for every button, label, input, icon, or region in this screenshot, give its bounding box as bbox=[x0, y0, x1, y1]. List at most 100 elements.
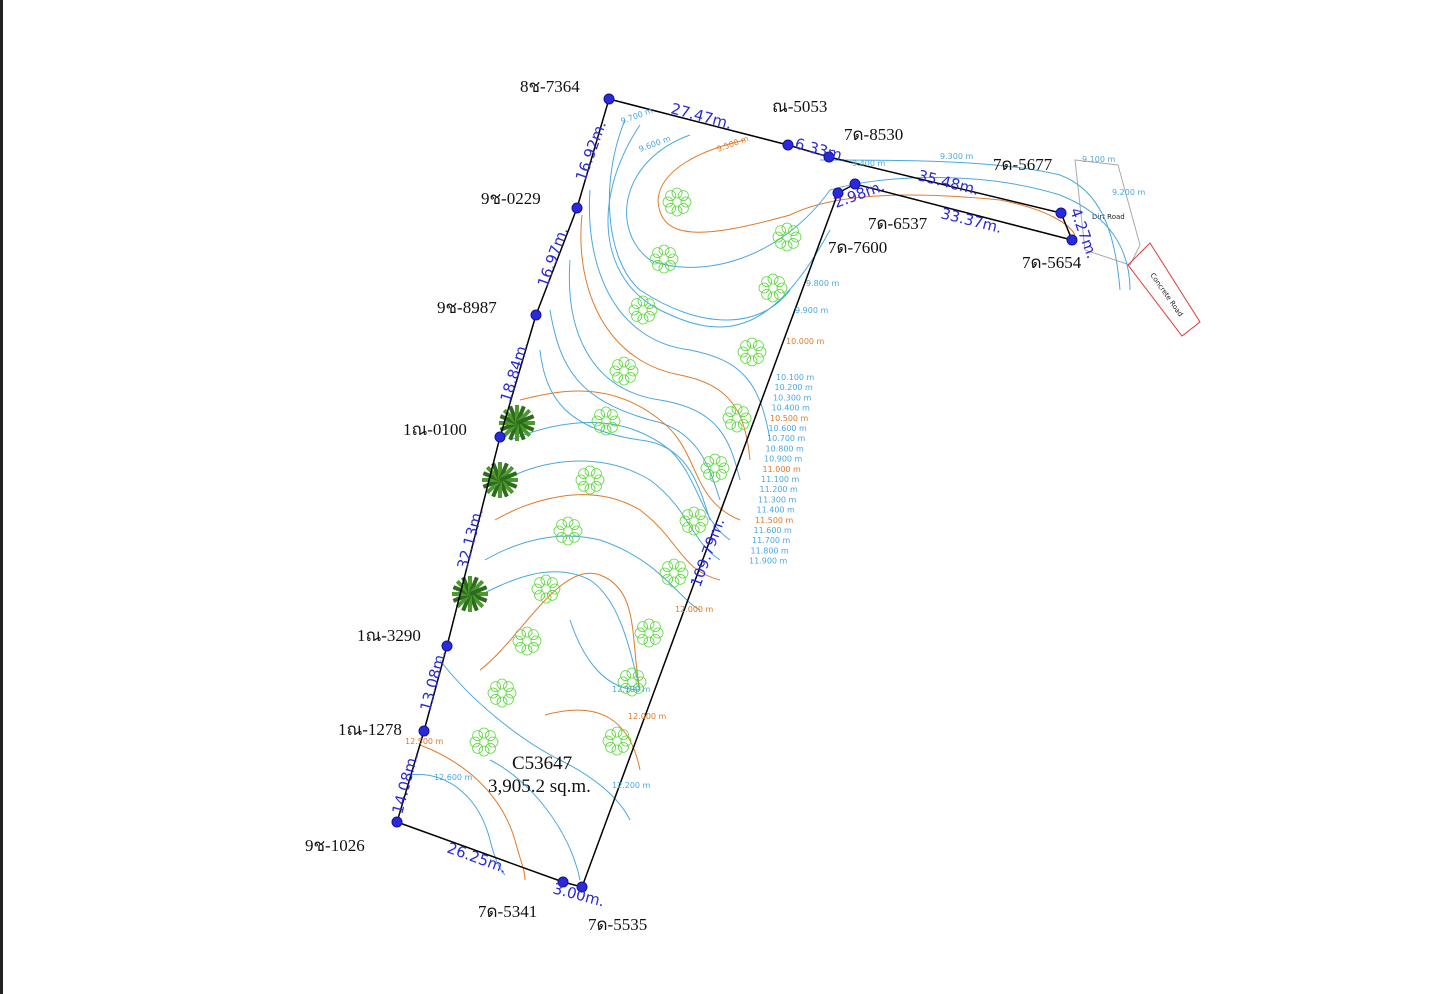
tree-icon bbox=[602, 726, 632, 756]
tree-icon bbox=[617, 667, 647, 697]
boundary-marker-icon bbox=[832, 187, 844, 199]
large-tree-icon bbox=[482, 462, 518, 498]
point-label: 7ด-7600 bbox=[828, 238, 887, 257]
boundary-marker-icon bbox=[849, 178, 861, 190]
parcel-area: 3,905.2 sq.m. bbox=[488, 776, 591, 797]
contour-label: 11.200 m bbox=[760, 485, 799, 494]
contour-label: 9.900 m bbox=[795, 306, 828, 315]
contour-label: 11.100 m bbox=[761, 475, 800, 484]
point-label: 7ด-5654 bbox=[1022, 253, 1082, 272]
tree-icon bbox=[737, 337, 767, 367]
tree-icon bbox=[722, 403, 752, 433]
contour-label: 10.800 m bbox=[766, 444, 805, 453]
contour-label: 9.300 m bbox=[940, 152, 973, 161]
contour-label: 11.600 m bbox=[754, 526, 793, 535]
contour-label: 9.800 m bbox=[806, 279, 839, 288]
tree-icon bbox=[649, 244, 679, 274]
boundary-marker-icon bbox=[782, 139, 794, 151]
distance-label: 13.08m. bbox=[416, 648, 450, 713]
distance-label: 33.37m. bbox=[939, 204, 1004, 237]
distance-label: 109.79m. bbox=[687, 516, 728, 590]
boundary-marker-icon bbox=[530, 309, 542, 321]
distance-label: 6.33m. bbox=[793, 134, 849, 165]
contour-label: 12.100 m bbox=[612, 685, 651, 694]
boundary-marker-icon bbox=[557, 876, 569, 888]
point-label: 1ณ-3290 bbox=[357, 626, 421, 645]
parcel-boundary bbox=[396, 98, 1074, 888]
tree-icon bbox=[628, 295, 658, 325]
contour-label: 9.400 m bbox=[852, 159, 885, 168]
boundary-marker-icon bbox=[576, 881, 588, 893]
contour-label: 10.400 m bbox=[772, 404, 811, 413]
boundary-marker-icon bbox=[1055, 207, 1067, 219]
contour-label: 9.500 m bbox=[716, 134, 751, 154]
tree-icon bbox=[772, 222, 802, 252]
contour-label: 9.200 m bbox=[1112, 188, 1145, 197]
contour-label: 12.500 m bbox=[405, 737, 444, 746]
contour-label: 12.600 m bbox=[434, 773, 473, 782]
tree-icon bbox=[469, 727, 499, 757]
tree-icon bbox=[662, 187, 692, 217]
tree-icon bbox=[609, 356, 639, 386]
distance-label: 14.08m. bbox=[388, 751, 422, 816]
contour-label: 9.600 m bbox=[638, 134, 673, 154]
trees bbox=[452, 187, 802, 757]
tree-icon bbox=[634, 618, 664, 648]
contour-label: 10.100 m bbox=[776, 373, 815, 382]
tree-icon bbox=[679, 506, 709, 536]
boundary-marker-icon bbox=[391, 816, 403, 828]
contour-label: 11.900 m bbox=[749, 557, 788, 566]
point-label: 1ณ-0100 bbox=[403, 420, 467, 439]
parcel-id: C53647 bbox=[512, 753, 572, 774]
contour-label: 11.500 m bbox=[755, 516, 794, 525]
contour-label: 11.800 m bbox=[751, 546, 790, 555]
distance-label: 32.13m. bbox=[453, 506, 487, 571]
point-label: 1ณ-1278 bbox=[338, 720, 402, 739]
contour-label: 12.200 m bbox=[612, 781, 651, 790]
large-tree-icon bbox=[499, 405, 535, 441]
tree-icon bbox=[758, 273, 788, 303]
contour-label: 10.000 m bbox=[786, 337, 825, 346]
dirt-road-label: Dirt Road bbox=[1092, 213, 1125, 221]
contour-label: 10.900 m bbox=[764, 455, 803, 464]
point-label: ณ-5053 bbox=[772, 97, 827, 116]
boundary-marker-icon bbox=[823, 151, 835, 163]
contour-label: 11.400 m bbox=[757, 506, 796, 515]
contour-label: 10.600 m bbox=[769, 424, 808, 433]
tree-icon bbox=[553, 516, 583, 546]
contour-label: 11.700 m bbox=[752, 536, 791, 545]
contour-label: 11.000 m bbox=[763, 465, 802, 474]
tree-icon bbox=[700, 453, 730, 483]
contour-label: 12.000 m bbox=[675, 605, 714, 614]
contour-label: 12.000 m bbox=[628, 712, 667, 721]
point-label: 7ด-5677 bbox=[993, 155, 1053, 174]
concrete-road-label: Concrete Road bbox=[1148, 272, 1184, 319]
point-label: 8ช-7364 bbox=[520, 77, 580, 96]
tree-icon bbox=[591, 406, 621, 436]
point-labels: 8ช-7364 ณ-5053 7ด-8530 7ด-5677 7ด-5654 7… bbox=[305, 77, 1082, 934]
point-label: 7ด-6537 bbox=[868, 214, 928, 233]
point-label: 7ด-5535 bbox=[588, 915, 647, 934]
boundary-marker-icon bbox=[571, 202, 583, 214]
contour-label: 11.300 m bbox=[758, 495, 797, 504]
window-border bbox=[0, 0, 3, 994]
point-label: 9ช-0229 bbox=[481, 189, 541, 208]
distance-label: 16.97m. bbox=[534, 225, 572, 290]
distance-label: 18.84m. bbox=[497, 339, 532, 404]
tree-icon bbox=[575, 465, 605, 495]
contour-label: 10.300 m bbox=[773, 393, 812, 402]
tree-icon bbox=[487, 678, 517, 708]
distance-label: 27.47m. bbox=[669, 99, 734, 133]
boundary-marker-icon bbox=[441, 640, 453, 652]
tree-icon bbox=[531, 574, 561, 604]
distance-label: 35.48m. bbox=[916, 166, 981, 199]
distance-label: 16.92m. bbox=[572, 119, 610, 184]
boundary-marker-icon bbox=[418, 725, 430, 737]
boundary-markers bbox=[391, 93, 1078, 893]
boundary-marker-icon bbox=[1066, 234, 1078, 246]
tree-icon bbox=[659, 558, 689, 588]
point-label: 9ช-1026 bbox=[305, 836, 365, 855]
point-label: 7ด-8530 bbox=[844, 125, 903, 144]
distance-label: 26.25m. bbox=[445, 839, 510, 877]
